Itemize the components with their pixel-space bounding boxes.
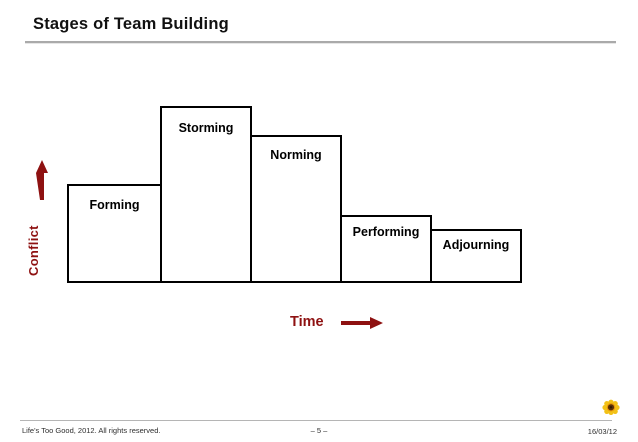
x-axis-baseline [67,281,522,283]
arrow-right-icon [341,316,383,335]
page-title: Stages of Team Building [33,15,229,33]
bar-label-performing: Performing [352,225,420,239]
bar-label-storming: Storming [178,121,234,135]
sunflower-icon [602,399,620,415]
bar-label-adjourning: Adjourning [442,238,510,252]
bar-adjourning: Adjourning [430,229,522,283]
footer-copyright: Life's Too Good, 2012. All rights reserv… [22,426,161,435]
bar-norming: Norming [250,135,342,283]
bar-storming: Storming [160,106,252,283]
title-divider [25,41,616,44]
y-axis-label: Conflict [26,225,41,276]
bar-label-forming: Forming [89,198,140,212]
footer-divider [20,420,612,421]
bar-forming: Forming [67,184,162,283]
bar-performing: Performing [340,215,432,283]
footer-date: 16/03/12 [587,427,617,436]
footer-page-number: – 5 – [310,426,328,435]
x-axis-label: Time [290,314,324,330]
arrow-up-icon [34,160,50,205]
bar-label-norming: Norming [270,148,322,162]
